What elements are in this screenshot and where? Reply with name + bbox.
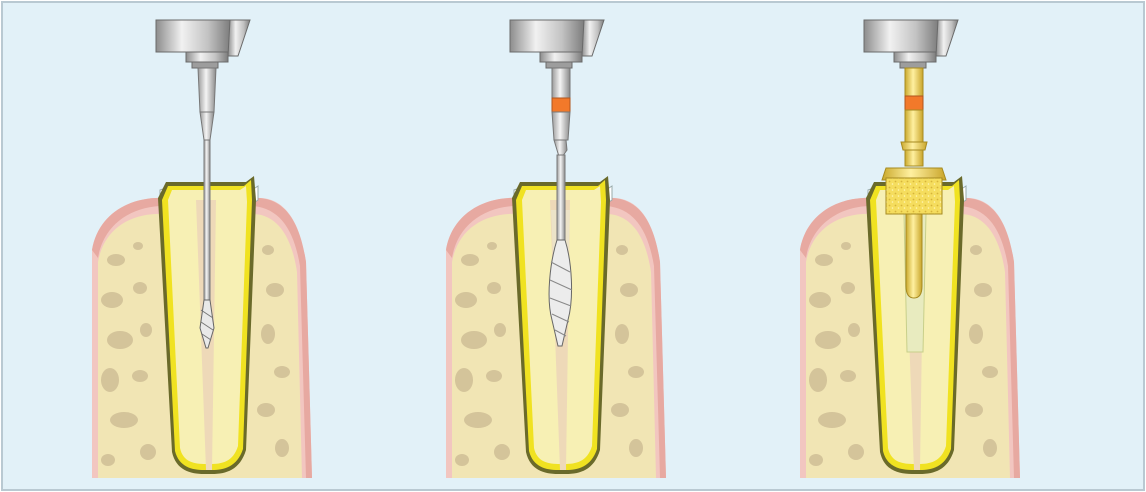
depth-stop-collar: [882, 168, 946, 214]
depth-marker: [552, 98, 570, 112]
depth-marker: [905, 96, 923, 110]
